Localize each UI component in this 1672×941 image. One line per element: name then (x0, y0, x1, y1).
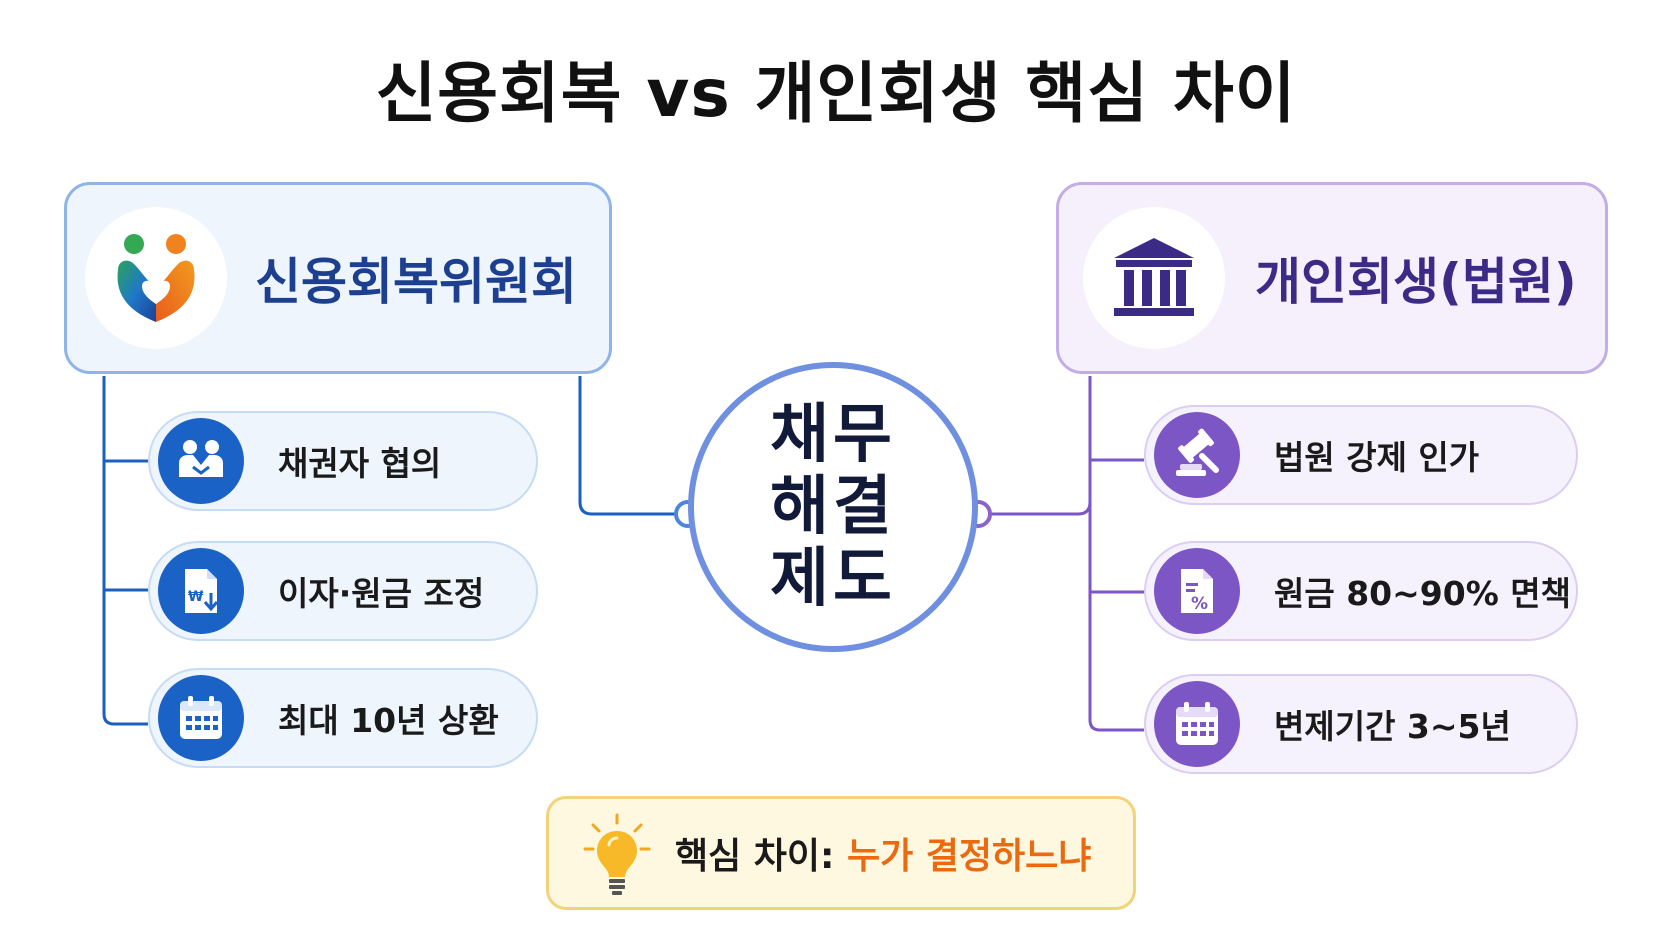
left-item-creditor-negotiation: 채권자 협의 (148, 411, 538, 511)
key-difference-text: 핵심 차이: 누가 결정하느냐 (675, 827, 1091, 879)
left-item-repayment-period: 최대 10년 상환 (148, 668, 538, 768)
svg-text:₩: ₩ (188, 589, 204, 605)
document-won-icon: ₩ (158, 548, 244, 634)
left-item-label: 최대 10년 상환 (278, 701, 499, 740)
personal-rehab-title: 개인회생(법원) (1255, 253, 1577, 311)
center-to-right-line (978, 501, 1092, 516)
left-item-label: 이자·원금 조정 (278, 574, 485, 613)
right-item-label: 법원 강제 인가 (1274, 438, 1480, 477)
left-trunk-line (102, 376, 148, 726)
calendar-icon (158, 675, 244, 761)
key-difference-highlight: 누가 결정하느냐 (846, 836, 1092, 877)
court-logo (1083, 207, 1225, 349)
page-title: 신용회복 vs 개인회생 핵심 차이 (375, 55, 1297, 132)
center-label-line: 제도 (770, 542, 896, 616)
credit-recovery-logo (85, 207, 227, 349)
center-label-line: 해결 (770, 470, 896, 544)
right-item-label: 원금 80~90% 면책 (1274, 574, 1571, 613)
right-item-principal-discharge: % 원금 80~90% 면책 (1144, 541, 1578, 641)
center-hub: 채무 해결 제도 (688, 362, 978, 652)
courthouse-icon (1114, 238, 1194, 316)
left-item-label: 채권자 협의 (278, 444, 442, 483)
right-item-court-approval: 법원 강제 인가 (1144, 405, 1578, 505)
heart-people-icon (117, 234, 195, 322)
key-difference-callout: 핵심 차이: 누가 결정하느냐 (546, 796, 1136, 910)
calendar-icon (1154, 681, 1240, 767)
document-percent-icon: % (1154, 548, 1240, 634)
left-item-interest-adjust: ₩ 이자·원금 조정 (148, 541, 538, 641)
lightbulb-icon (581, 811, 653, 905)
right-item-label: 변제기간 3~5년 (1274, 707, 1511, 746)
credit-recovery-header-card: 신용회복위원회 (64, 182, 612, 374)
svg-text:%: % (1191, 594, 1208, 614)
personal-rehab-header-card: 개인회생(법원) (1056, 182, 1608, 374)
left-to-center-line (578, 376, 688, 516)
right-trunk-line (1088, 376, 1144, 732)
center-label-line: 채무 (770, 398, 896, 472)
credit-recovery-title: 신용회복위원회 (255, 253, 577, 311)
right-item-repayment-term: 변제기간 3~5년 (1144, 674, 1578, 774)
handshake-icon (158, 418, 244, 504)
key-difference-prefix: 핵심 차이: (675, 836, 847, 877)
gavel-icon (1154, 412, 1240, 498)
